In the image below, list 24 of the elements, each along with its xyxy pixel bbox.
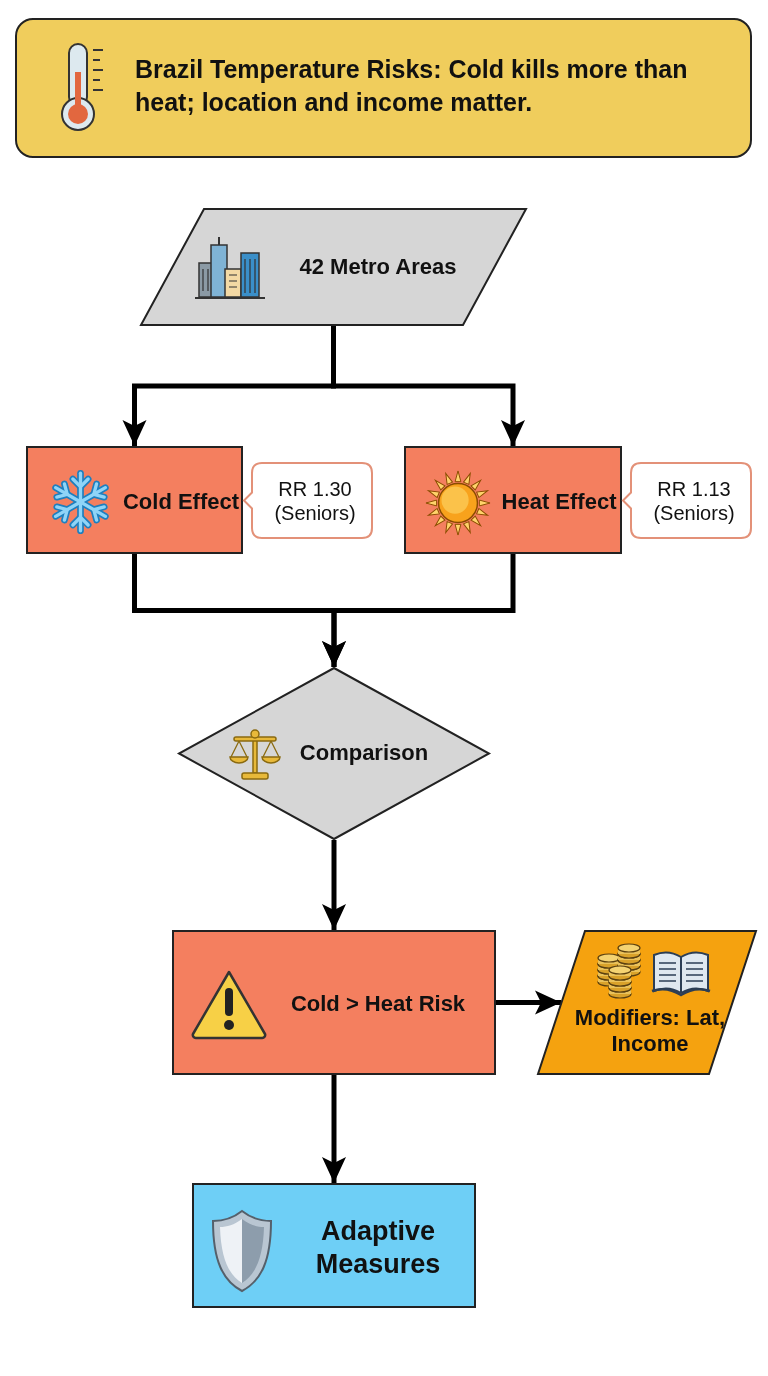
callout-bubble (622, 462, 752, 539)
title-text: Brazil Temperature Risks: Cold kills more than heat; location and income matter. (135, 54, 689, 118)
data-parallelogram (537, 930, 757, 1075)
node-label: Adaptive Measures (314, 1215, 442, 1280)
arrow (322, 554, 516, 667)
data-parallelogram (140, 208, 527, 326)
process-box (172, 930, 496, 1075)
node-label: Modifiers: Lat, Income (573, 1004, 727, 1058)
arrow (322, 1075, 346, 1183)
node-label: 42 Metro Areas (299, 253, 457, 281)
process-box (26, 446, 243, 554)
node-label: Heat Effect (501, 488, 617, 516)
node-label: Comparison (299, 739, 429, 767)
process-box (404, 446, 622, 554)
decision-diamond (178, 667, 490, 840)
arrow (496, 990, 561, 1015)
arrow (322, 840, 346, 930)
node-label: Cold > Heat Risk (290, 991, 466, 1018)
callout-text: RR 1.13 (Seniors) (652, 476, 736, 525)
node-label: Cold Effect (122, 488, 240, 516)
arrow (331, 326, 525, 446)
callout-bubble (243, 462, 373, 539)
callout-text: RR 1.30 (Seniors) (273, 476, 357, 525)
process-box (192, 1183, 476, 1308)
